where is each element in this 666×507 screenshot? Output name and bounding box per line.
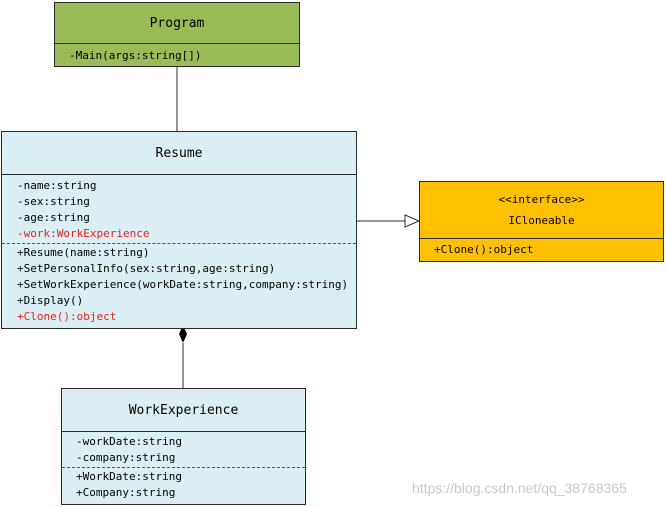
- realization-arrowhead: [404, 214, 421, 228]
- watermark: https://blog.csdn.net/qq_38768365: [412, 480, 627, 496]
- icloneable-methods: +Clone():object: [420, 239, 663, 258]
- resume-class: Resume -name:string -sex:string -age:str…: [1, 131, 357, 329]
- resume-class-name: Resume: [2, 132, 356, 175]
- program-method: -Main(args:string[]): [69, 49, 202, 62]
- icloneable-header: <<interface>> ICloneable: [420, 182, 663, 239]
- work-experience-fields: -workDate:string -company:string: [62, 432, 305, 467]
- resume-method: +SetPersonalInfo(sex:string,age:string): [17, 262, 276, 275]
- resume-field: -name:string: [17, 179, 97, 192]
- resume-method: +Display(): [17, 294, 84, 307]
- icloneable-interface: <<interface>> ICloneable +Clone():object: [419, 181, 664, 262]
- resume-field: -age:string: [17, 211, 90, 224]
- work-experience-method: +Company:string: [76, 486, 176, 499]
- resume-fields: -name:string -sex:string -age:string -wo…: [2, 175, 356, 243]
- resume-section-divider: [2, 243, 356, 244]
- resume-method: +Resume(name:string): [17, 246, 150, 259]
- work-experience-class-name: WorkExperience: [62, 389, 305, 432]
- icloneable-method: +Clone():object: [434, 243, 534, 256]
- work-experience-methods: +WorkDate:string +Company:string: [62, 468, 305, 501]
- work-experience-field: -company:string: [76, 451, 176, 464]
- resume-method: +SetWorkExperience(workDate:string,compa…: [17, 278, 349, 291]
- work-experience-section-divider: [62, 467, 305, 468]
- interface-stereotype: <<interface>>: [498, 193, 585, 206]
- program-methods: -Main(args:string[]): [55, 44, 299, 64]
- resume-field: -sex:string: [17, 195, 90, 208]
- resume-method-highlighted: +Clone():object: [17, 310, 117, 323]
- resume-field-highlighted: -work:WorkExperience: [17, 227, 150, 240]
- program-class: Program -Main(args:string[]): [54, 2, 300, 67]
- program-class-name: Program: [55, 3, 299, 44]
- work-experience-method: +WorkDate:string: [76, 470, 182, 483]
- resume-methods: +Resume(name:string) +SetPersonalInfo(se…: [2, 244, 356, 325]
- composition-diamond: [179, 325, 187, 343]
- work-experience-class: WorkExperience -workDate:string -company…: [61, 388, 306, 505]
- icloneable-interface-name: ICloneable: [508, 214, 575, 227]
- work-experience-field: -workDate:string: [76, 435, 182, 448]
